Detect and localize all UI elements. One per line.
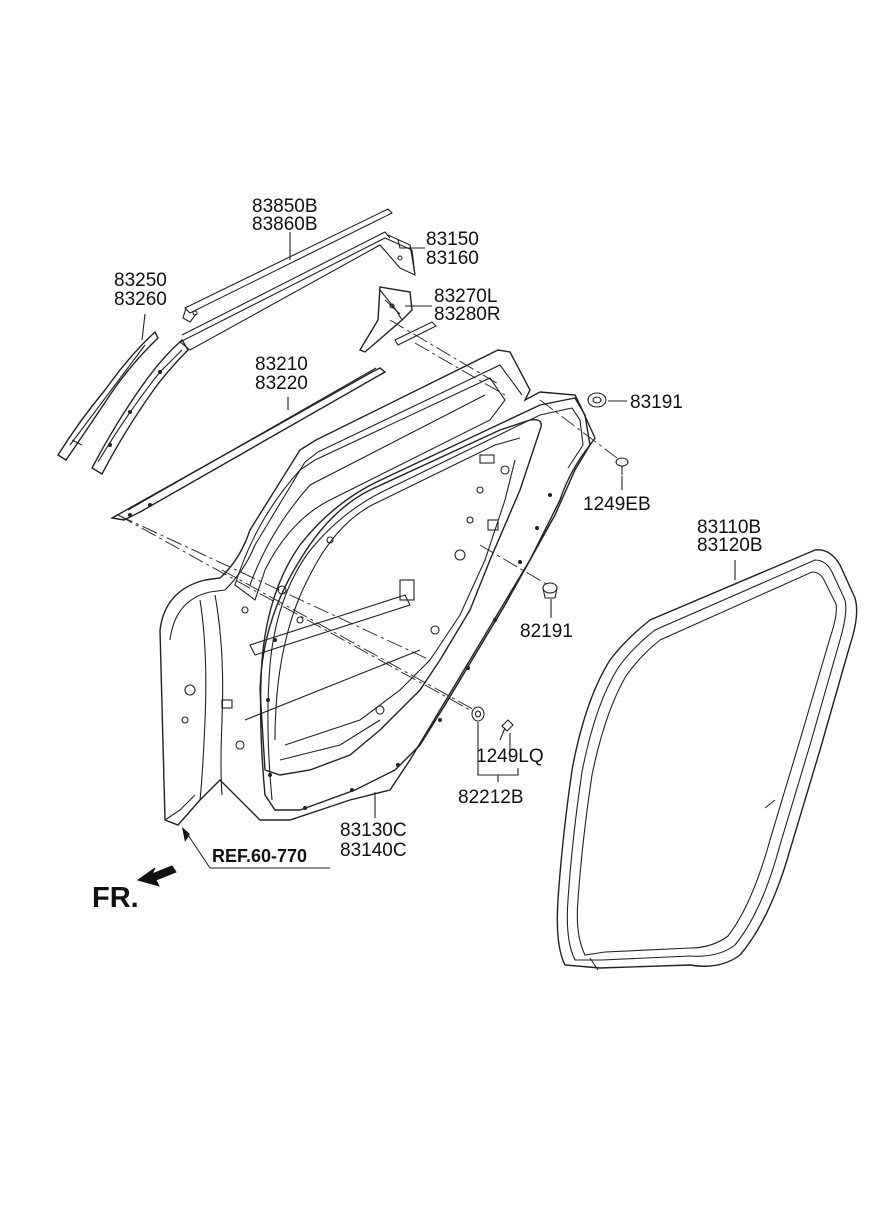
beltline-weatherstrip-83210 — [109, 321, 437, 521]
panel-holes — [181, 454, 510, 750]
door-outer-panel — [159, 349, 596, 826]
label-83250: 83250 — [114, 270, 167, 291]
assembly-lines — [117, 319, 618, 713]
label-ref: REF.60-770 — [212, 846, 307, 866]
delta-trim-83270l — [358, 286, 413, 353]
label-83110b: 83110B — [697, 517, 761, 538]
pillar-garnish-83250 — [57, 330, 159, 461]
label-fr: FR. — [92, 882, 139, 914]
plug-82191 — [542, 582, 558, 599]
screw-1249lq — [499, 719, 514, 741]
label-83120b: 83120B — [697, 535, 763, 556]
label-83160: 83160 — [426, 248, 479, 269]
clip-marks — [266, 493, 552, 810]
label-83140c: 83140C — [340, 840, 407, 861]
leader-lines — [141, 232, 736, 818]
label-82212b: 82212B — [458, 787, 524, 808]
front-direction-arrow — [136, 865, 177, 887]
washer-82212b — [471, 706, 485, 722]
label-83130c: 83130C — [340, 820, 407, 841]
label-83850b: 83850B — [252, 196, 318, 217]
b-pillar-trim — [91, 338, 189, 475]
label-1249lq: 1249LQ — [476, 746, 544, 767]
label-83860b: 83860B — [252, 214, 318, 235]
label-83270l: 83270L — [434, 286, 497, 307]
screw-1249eb — [615, 457, 629, 475]
label-82191: 82191 — [520, 621, 573, 642]
label-1249eb: 1249EB — [583, 494, 651, 515]
frame-moulding-83150 — [178, 231, 416, 351]
grommet-83191 — [587, 392, 607, 408]
label-83280r: 83280R — [434, 304, 501, 325]
label-83150: 83150 — [426, 229, 479, 250]
ref-arrow — [182, 827, 330, 869]
label-83191: 83191 — [630, 392, 683, 413]
body-weatherstrip-83110b — [556, 549, 858, 971]
window-moulding-83850b — [182, 208, 393, 323]
part-labels: 83850B 83860B 83150 83160 83250 83260 83… — [92, 196, 763, 914]
label-83260: 83260 — [114, 289, 167, 310]
label-83220: 83220 — [255, 373, 308, 394]
label-83210: 83210 — [255, 354, 308, 375]
